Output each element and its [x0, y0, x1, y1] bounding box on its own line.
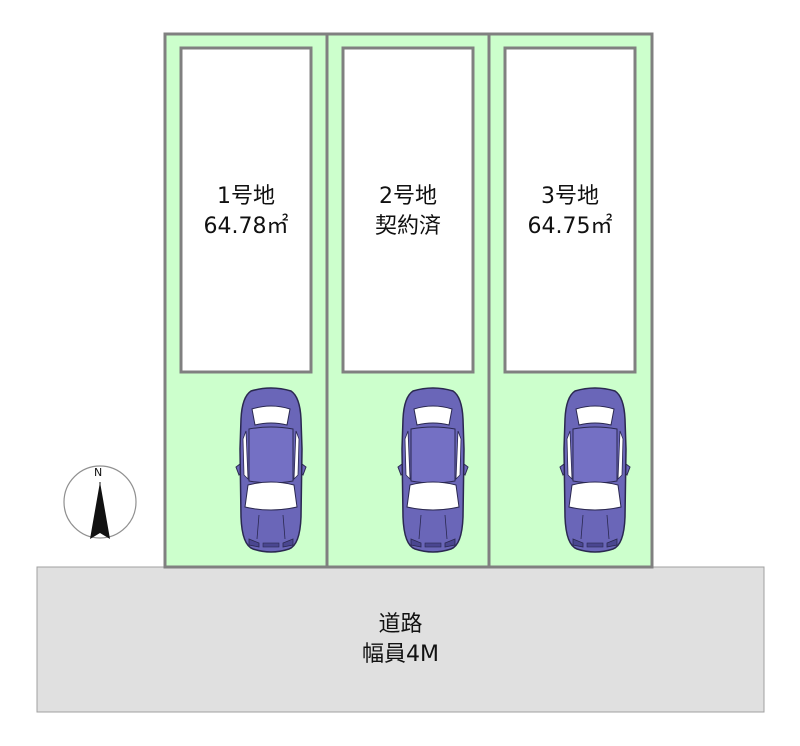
road-label: 道路 幅員4M [37, 610, 764, 670]
lot-1-area: 64.78㎡ [203, 214, 289, 239]
building-3 [503, 46, 637, 374]
car-2 [397, 387, 469, 553]
lot-2-number: 2号地 [379, 184, 437, 209]
car-1 [235, 387, 307, 553]
lot-3-label: 3号地 64.75㎡ [505, 182, 635, 242]
building-2 [341, 46, 475, 374]
lot-1-label: 1号地 64.78㎡ [181, 182, 311, 242]
lot-3-area: 64.75㎡ [527, 214, 613, 239]
road [36, 566, 765, 713]
lot-3-number: 3号地 [541, 184, 599, 209]
road-name: 道路 [378, 612, 423, 637]
building-1 [179, 46, 313, 374]
lot-1-number: 1号地 [217, 184, 275, 209]
lot-2-status: 契約済 [374, 214, 441, 239]
compass-north-label: N [94, 466, 103, 479]
car-3 [559, 387, 631, 553]
road-width: 幅員4M [362, 642, 439, 667]
lot-2-label: 2号地 契約済 [343, 182, 473, 242]
